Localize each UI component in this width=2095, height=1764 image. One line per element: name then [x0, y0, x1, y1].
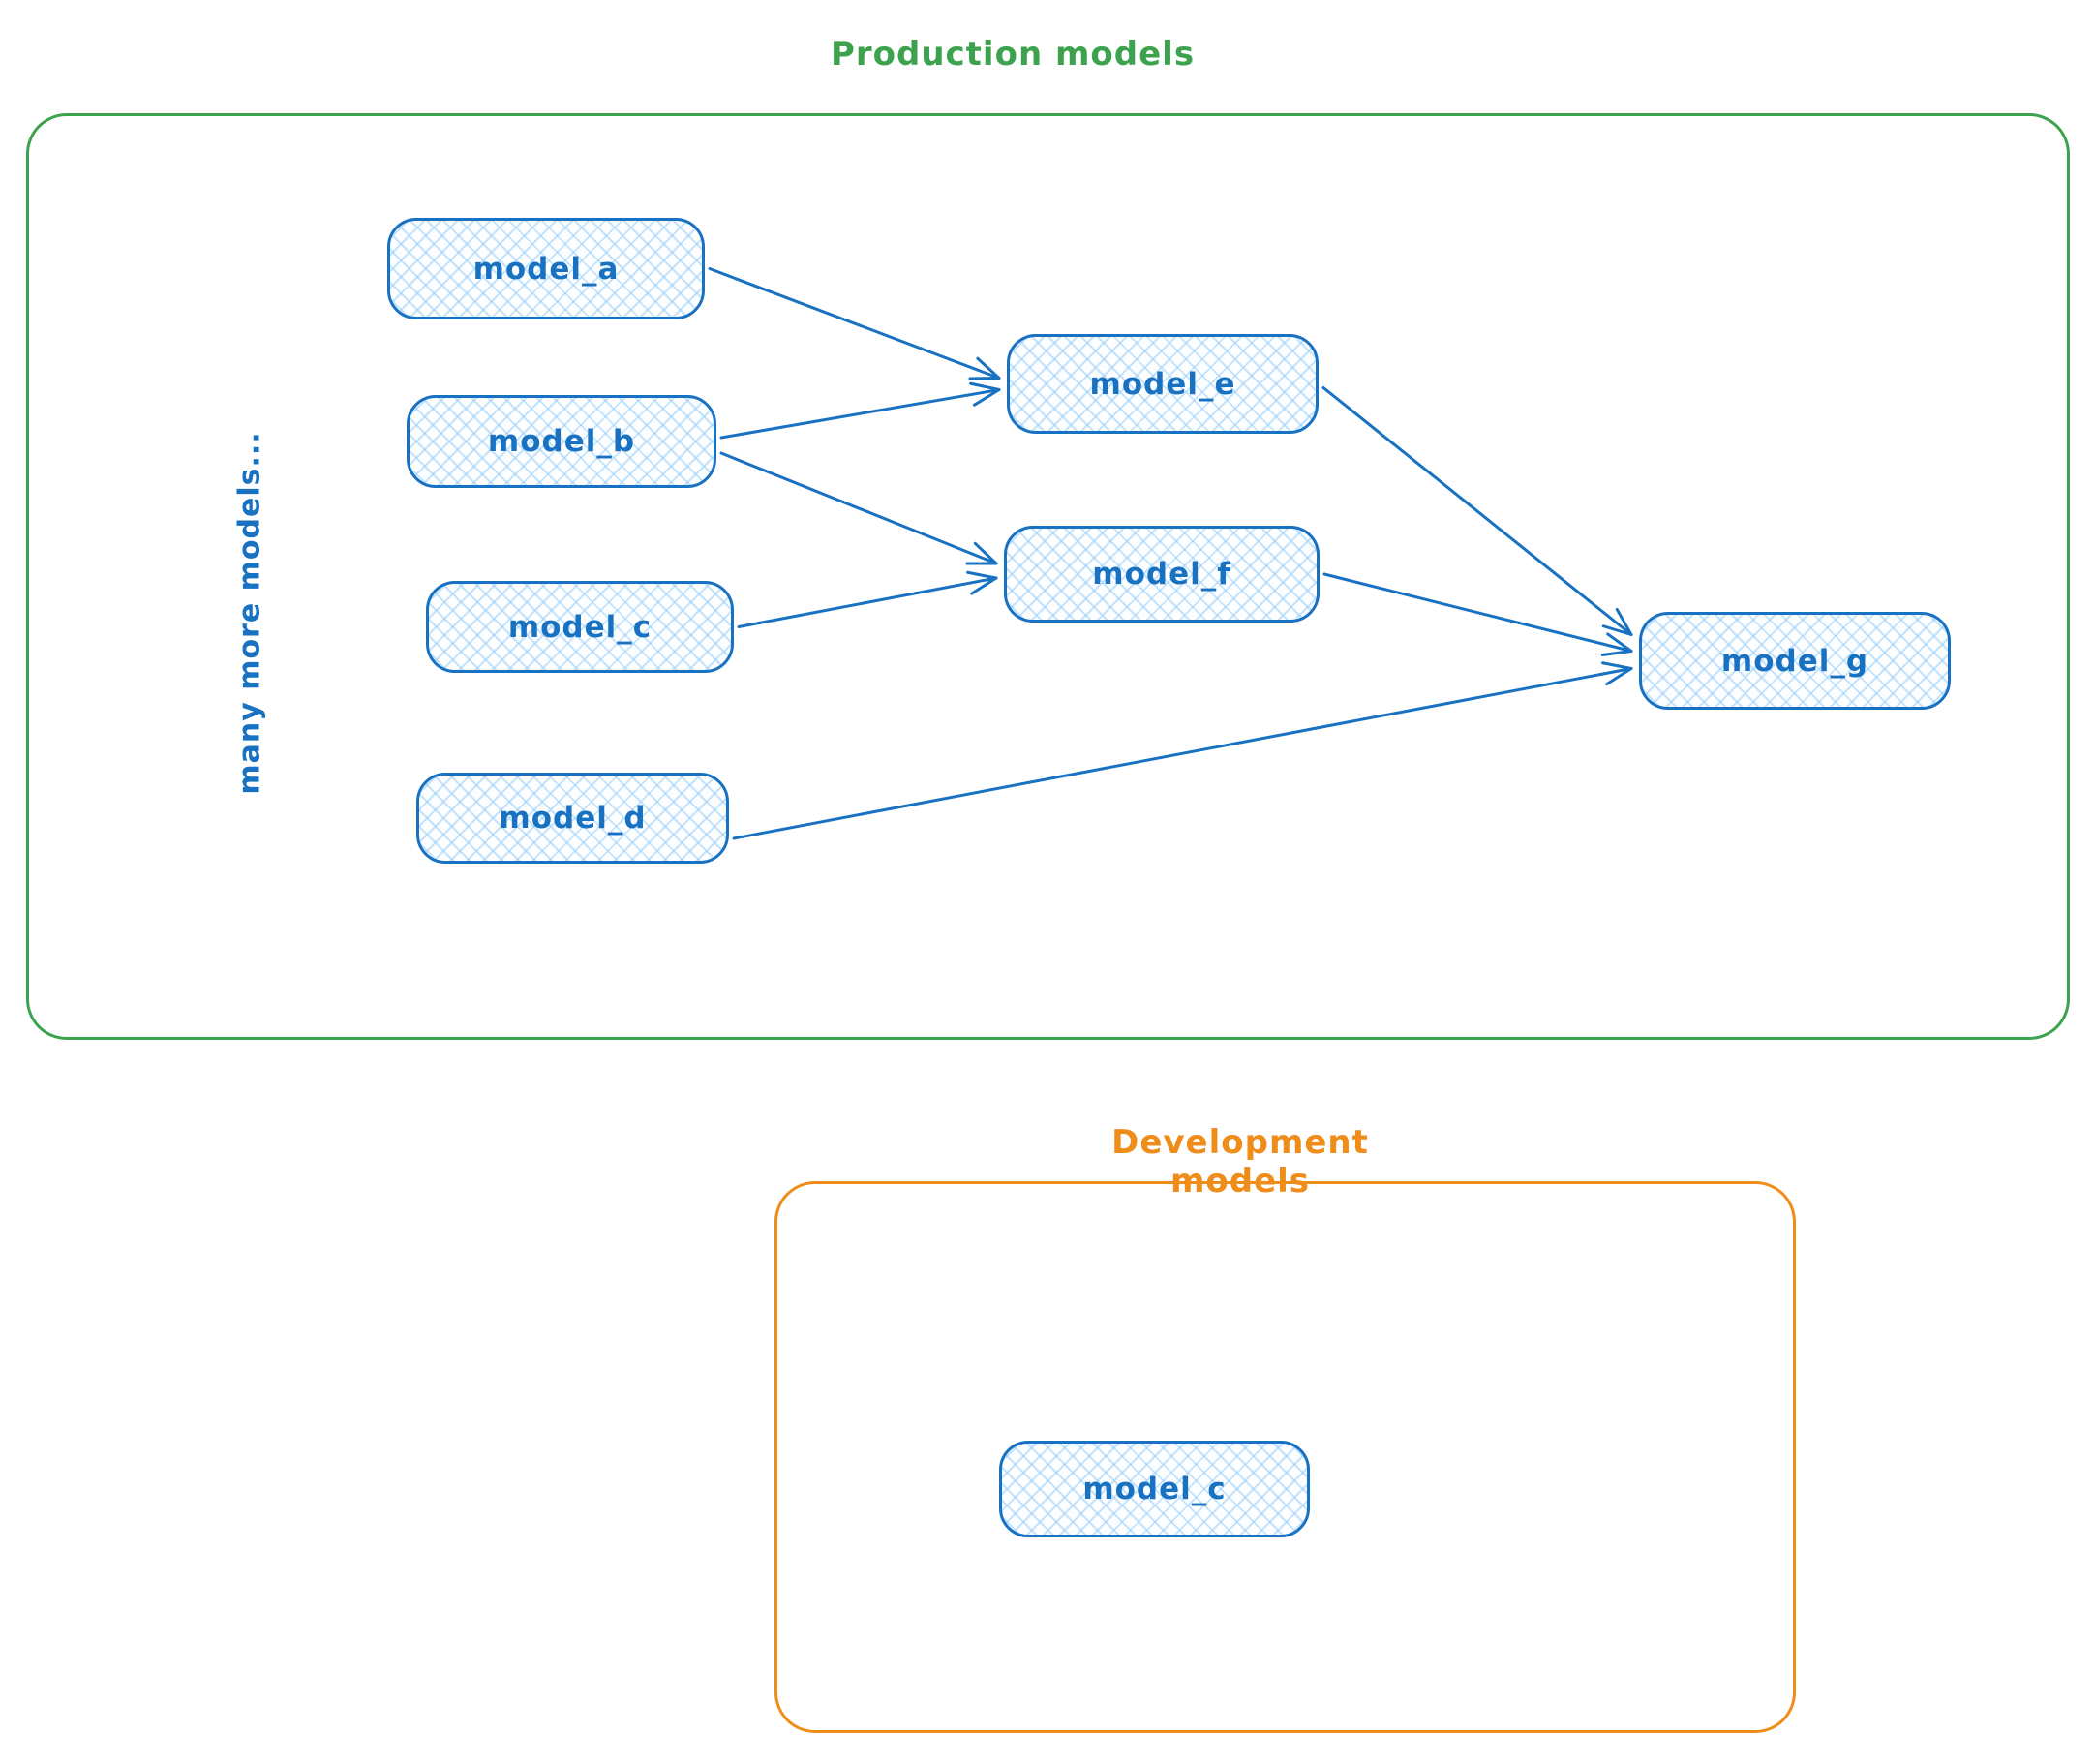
node-label: model_f — [1092, 557, 1231, 592]
node-label: model_d — [499, 801, 647, 836]
node-label: model_g — [1720, 643, 1869, 679]
node-model_c: model_c — [426, 581, 734, 673]
node-model_g: model_g — [1639, 612, 1951, 710]
node-label: model_a — [472, 251, 620, 287]
node-label: model_c — [1082, 1472, 1227, 1506]
node-model_e: model_e — [1007, 334, 1319, 434]
many-more-models-label: many more models... — [232, 431, 267, 795]
production-group-box — [26, 113, 2070, 1040]
node-model_c_dev: model_c — [999, 1441, 1310, 1537]
node-label: model_c — [507, 609, 653, 645]
node-model_b: model_b — [407, 395, 716, 488]
node-label: model_b — [487, 424, 636, 459]
node-model_f: model_f — [1004, 526, 1320, 623]
development-group-title: Development models — [1111, 1123, 1369, 1201]
development-group-box — [774, 1181, 1796, 1733]
node-model_a: model_a — [387, 218, 705, 319]
node-model_d: model_d — [416, 773, 729, 864]
production-group-title: Production models — [830, 35, 1196, 74]
node-label: model_e — [1089, 366, 1236, 402]
